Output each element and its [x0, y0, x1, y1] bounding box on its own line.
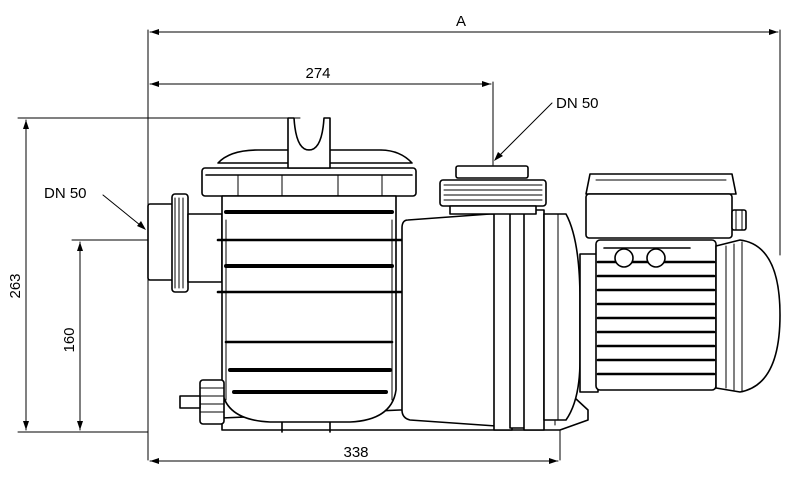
- outlet-callout-label: DN 50: [556, 95, 599, 112]
- dimension-160-label: 160: [61, 327, 78, 352]
- drain-plug: [179, 379, 225, 425]
- pump-body: [147, 117, 781, 433]
- dimension-a-label: A: [456, 13, 466, 30]
- inlet-leader: [102, 194, 141, 226]
- motor-adapter: [543, 213, 599, 421]
- terminal-box: [585, 173, 747, 239]
- strainer-lid: [201, 117, 417, 197]
- inlet-leader-arrow: [137, 221, 146, 230]
- strainer-housing: [216, 195, 404, 423]
- outlet-leader: [497, 102, 553, 158]
- fan-cover: [715, 239, 781, 393]
- discharge-outlet: [439, 165, 547, 215]
- outlet-leader-arrow: [494, 152, 503, 161]
- dimension-lines: [17, 29, 781, 464]
- dimension-274-label: 274: [305, 65, 330, 82]
- motor-body: [595, 239, 717, 391]
- inlet-callout-label: DN 50: [44, 185, 87, 202]
- suction-inlet-fitting: [147, 193, 223, 293]
- dimension-338-label: 338: [343, 444, 368, 461]
- dimension-263-label: 263: [7, 273, 24, 298]
- pump-volute: [401, 207, 545, 431]
